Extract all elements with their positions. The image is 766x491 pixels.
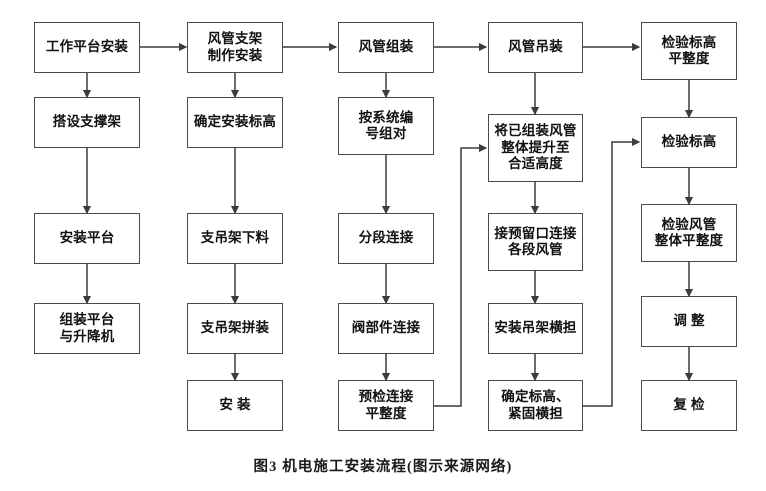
node-c4-r1[interactable]: 风管吊装 (488, 22, 583, 73)
node-c5-r4[interactable]: 调 整 (641, 296, 737, 347)
node-c2-r5[interactable]: 安 装 (187, 380, 283, 431)
node-c2-r3[interactable]: 支吊架下料 (187, 213, 283, 264)
node-c5-r1[interactable]: 检验标高 平整度 (641, 22, 737, 80)
node-c1-r1[interactable]: 工作平台安装 (34, 22, 140, 73)
node-c4-r4[interactable]: 安装吊架横担 (488, 303, 583, 354)
node-c4-r2[interactable]: 将已组装风管 整体提升至 合适高度 (488, 114, 583, 182)
node-c4-r5[interactable]: 确定标高、 紧固横担 (488, 380, 583, 431)
figure-caption: 图3 机电施工安装流程(图示来源网络) (253, 459, 513, 475)
node-c3-r3[interactable]: 分段连接 (338, 213, 434, 264)
node-c2-r1[interactable]: 风管支架 制作安装 (187, 22, 283, 73)
node-c2-r2[interactable]: 确定安装标高 (187, 97, 283, 148)
node-c5-r3[interactable]: 检验风管 整体平整度 (641, 204, 737, 262)
node-c3-r5[interactable]: 预检连接 平整度 (338, 380, 434, 431)
edge-elbow-c3-to-c4 (434, 143, 488, 407)
node-c3-r1[interactable]: 风管组装 (338, 22, 434, 73)
node-c1-r4[interactable]: 组装平台 与升降机 (34, 303, 140, 354)
node-c5-r5[interactable]: 复 检 (641, 380, 737, 431)
edge-elbow-c4-to-c5 (583, 137, 641, 407)
node-c5-r2[interactable]: 检验标高 (641, 117, 737, 168)
node-c2-r4[interactable]: 支吊架拼装 (187, 303, 283, 354)
node-c4-r3[interactable]: 接预留口连接 各段风管 (488, 213, 583, 271)
node-c1-r3[interactable]: 安装平台 (34, 213, 140, 264)
node-c1-r2[interactable]: 搭设支撑架 (34, 97, 140, 148)
node-c3-r4[interactable]: 阀部件连接 (338, 303, 434, 354)
node-c3-r2[interactable]: 按系统编 号组对 (338, 97, 434, 155)
